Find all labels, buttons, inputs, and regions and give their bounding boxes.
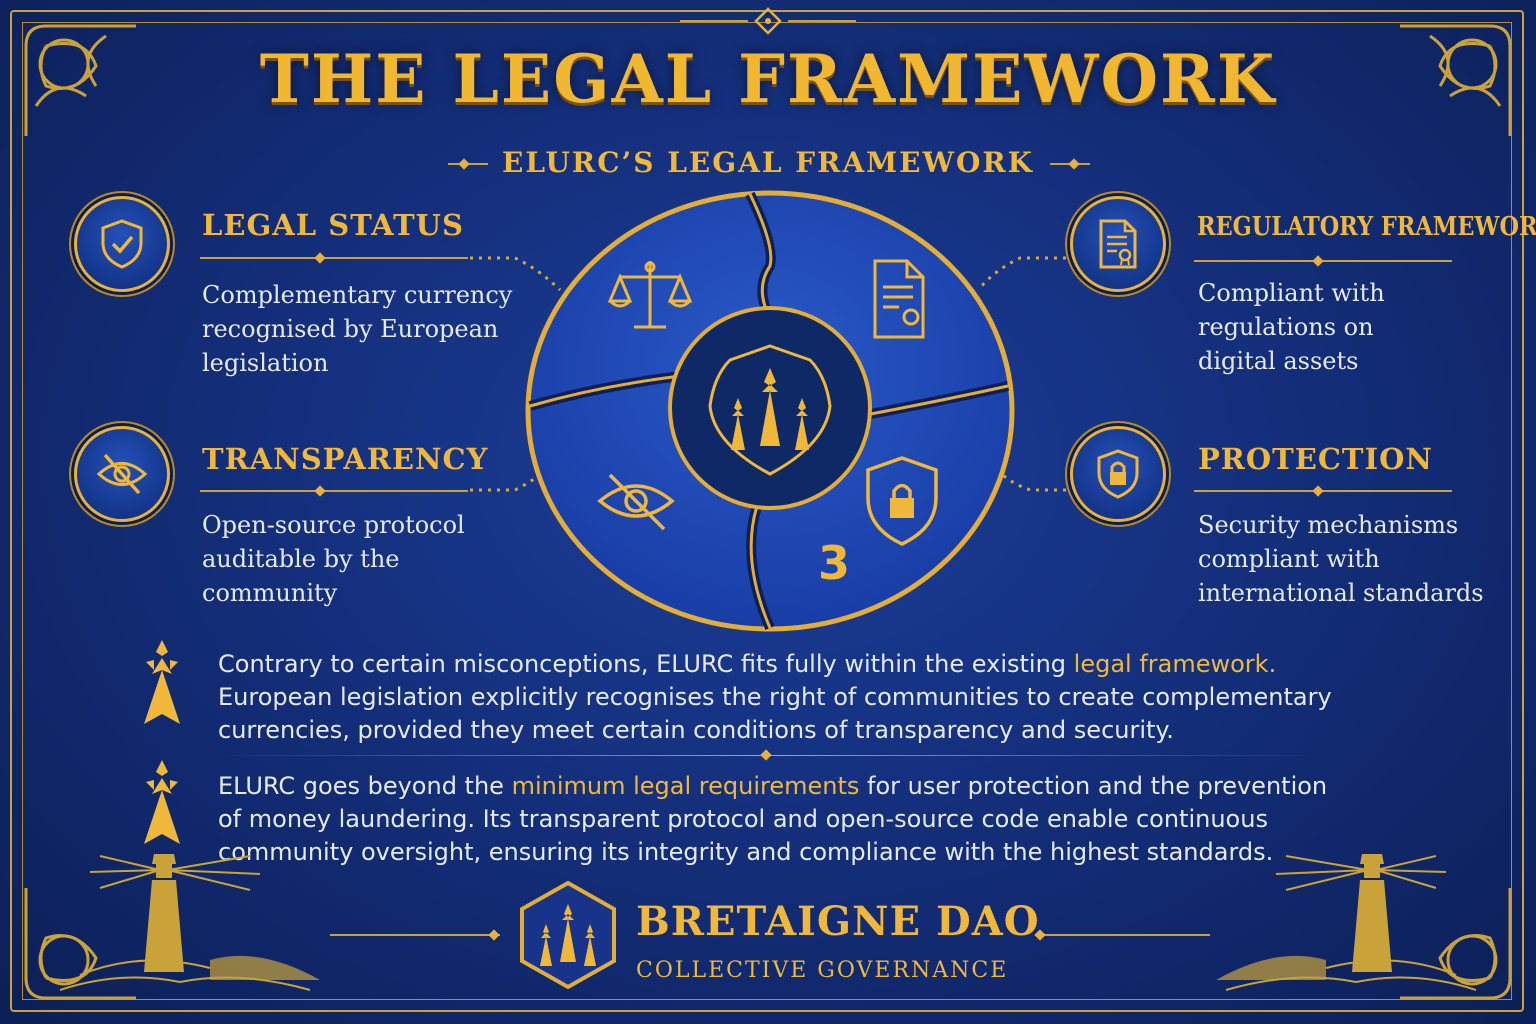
wheel-segment-number: 3 bbox=[818, 536, 851, 590]
subtitle-row: ELURC’S LEGAL FRAMEWORK bbox=[0, 142, 1536, 182]
transparency-title: TRANSPARENCY bbox=[202, 442, 489, 476]
regulatory-title: REGULATORY FRAMEWORK bbox=[1197, 212, 1536, 242]
central-wheel bbox=[525, 190, 1015, 632]
paragraph-beyond-text-end: for user protection and the prevention o… bbox=[218, 772, 1328, 866]
paragraph-intro-text: Contrary to certain misconceptions, ELUR… bbox=[218, 650, 1074, 678]
legal-status-desc-line: legislation bbox=[202, 349, 329, 377]
shield-lock-icon bbox=[866, 456, 938, 546]
footer-tagline: COLLECTIVE GOVERNANCE bbox=[636, 958, 1009, 983]
corner-ornament-bottom-right bbox=[1400, 888, 1512, 1000]
corner-ornament-top-right bbox=[1400, 24, 1512, 136]
legal-status-desc-line: Complementary currency bbox=[202, 281, 513, 309]
protection-desc-line: international standards bbox=[1198, 579, 1484, 607]
shield-lock-icon bbox=[1097, 449, 1139, 499]
transparency-desc-line: auditable by the bbox=[202, 545, 400, 573]
corner-ornament-top-left bbox=[24, 24, 136, 136]
eye-slash-icon bbox=[597, 473, 675, 531]
corner-ornament-bottom-left bbox=[24, 888, 136, 1000]
regulatory-badge bbox=[1070, 196, 1166, 292]
transparency-badge bbox=[74, 426, 170, 522]
regulatory-desc-line: Compliant with bbox=[1198, 279, 1385, 307]
legal-status-badge bbox=[74, 196, 170, 292]
ermine-crest-icon bbox=[708, 344, 832, 476]
eye-slash-icon bbox=[96, 453, 148, 495]
transparency-desc-line: Open-source protocol bbox=[202, 511, 465, 539]
shield-check-icon bbox=[101, 219, 143, 269]
paragraph-intro: Contrary to certain misconceptions, ELUR… bbox=[218, 648, 1348, 747]
ermine-bullet-icon bbox=[144, 640, 180, 724]
scales-icon bbox=[607, 261, 693, 329]
transparency-divider bbox=[200, 490, 468, 492]
protection-desc-line: Security mechanisms bbox=[1198, 511, 1459, 539]
ermine-bullet-icon bbox=[144, 760, 180, 844]
regulatory-desc-line: digital assets bbox=[1198, 347, 1359, 375]
transparency-description: Open-source protocol auditable by the co… bbox=[202, 508, 465, 610]
footer-brand-name: BRETAIGNE DAO bbox=[636, 898, 1040, 945]
bretaigne-dao-logo bbox=[520, 880, 616, 990]
paragraph-intro-text-end: European legislation explicitly recognis… bbox=[218, 683, 1332, 744]
paragraph-intro-highlight: legal framework. bbox=[1073, 650, 1277, 678]
lighthouse-right-illustration bbox=[1216, 854, 1476, 991]
protection-title: PROTECTION bbox=[1198, 442, 1433, 476]
document-certificate-icon bbox=[873, 259, 925, 339]
transparency-desc-line: community bbox=[202, 579, 338, 607]
regulatory-description: Compliant with regulations on digital as… bbox=[1198, 276, 1385, 378]
protection-badge bbox=[1070, 426, 1166, 522]
regulatory-desc-line: regulations on bbox=[1198, 313, 1374, 341]
subtitle: ELURC’S LEGAL FRAMEWORK bbox=[502, 146, 1034, 179]
legal-status-description: Complementary currency recognised by Eur… bbox=[202, 278, 512, 380]
page-title: THE LEGAL FRAMEWORK bbox=[259, 40, 1277, 118]
protection-description: Security mechanisms compliant with inter… bbox=[1198, 508, 1484, 610]
footer-rule-right bbox=[1040, 934, 1210, 936]
protection-desc-line: compliant with bbox=[1198, 545, 1380, 573]
paragraph-beyond-text: ELURC goes beyond the bbox=[218, 772, 512, 800]
paragraph-beyond: ELURC goes beyond the minimum legal requ… bbox=[218, 770, 1348, 869]
top-center-ornament bbox=[680, 7, 856, 35]
legal-status-desc-line: recognised by European bbox=[202, 315, 499, 343]
footer-rule-left bbox=[330, 934, 500, 936]
lighthouse-left-illustration bbox=[60, 854, 320, 991]
document-certificate-icon bbox=[1099, 219, 1137, 269]
legal-status-divider bbox=[200, 257, 468, 259]
legal-status-title: LEGAL STATUS bbox=[202, 208, 464, 242]
paragraph-beyond-highlight: minimum legal requirements bbox=[511, 772, 860, 800]
